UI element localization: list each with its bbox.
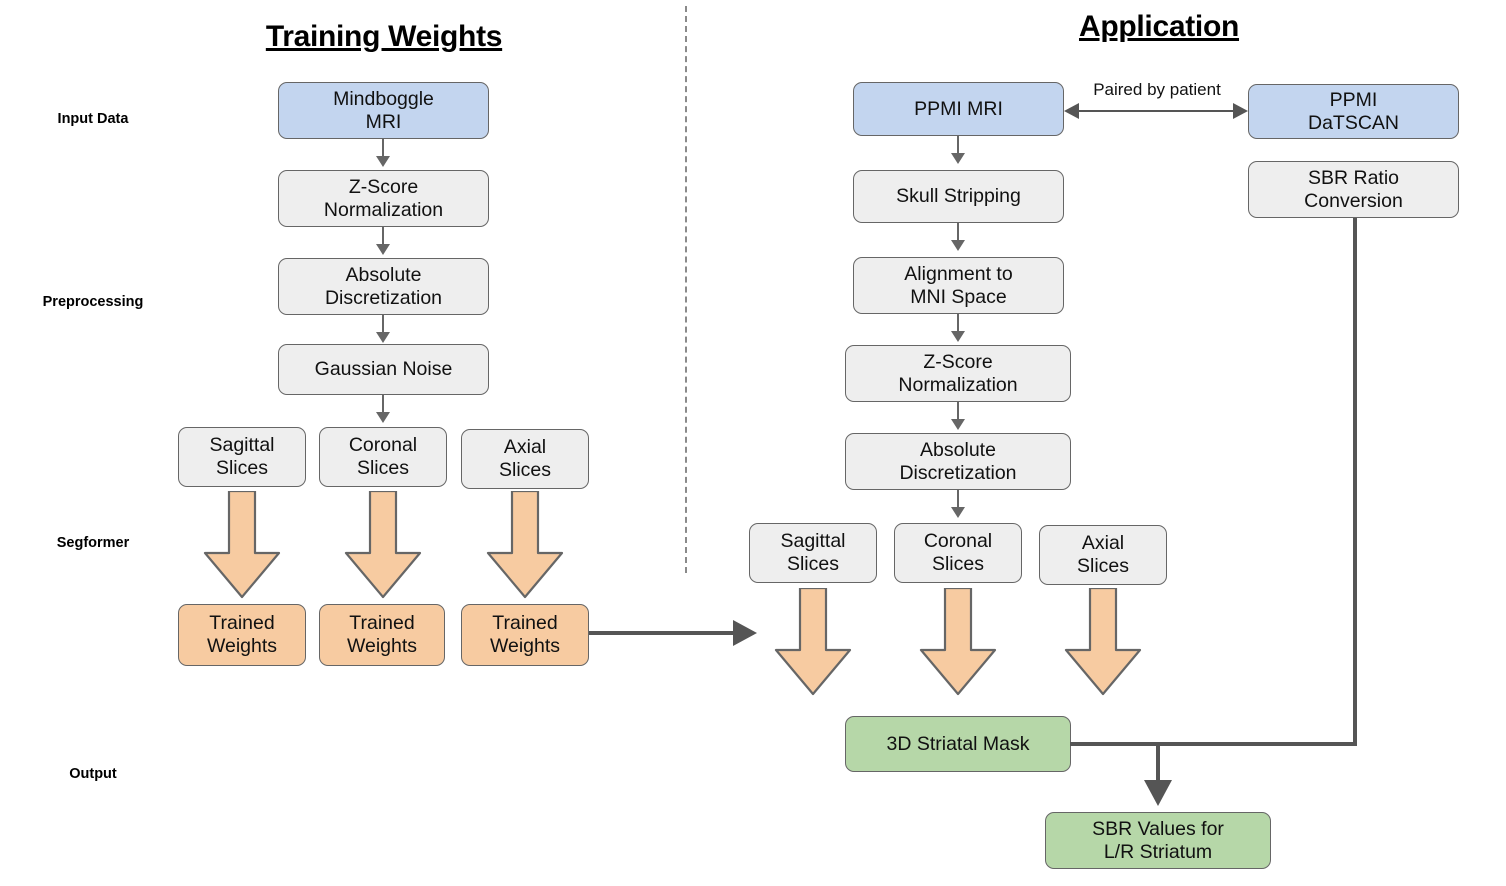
arrowhead-down-icon [376, 412, 390, 423]
arrowhead-down-icon [951, 419, 965, 430]
block-arrow-down-icon [774, 588, 852, 696]
edge-gaussian-to-slices [382, 395, 384, 416]
edge-merge-to-sbrvalues [1156, 742, 1160, 784]
row-label-segformer: Segformer [56, 535, 130, 551]
node-trained-weights-sagittal[interactable]: Trained Weights [178, 604, 306, 666]
node-ppmi-mri[interactable]: PPMI MRI [853, 82, 1064, 136]
node-alignment-to-mni-space[interactable]: Alignment to MNI Space [853, 257, 1064, 314]
block-arrow-down-icon [1064, 588, 1142, 696]
edge-label-paired-by-patient: Paired by patient [1093, 80, 1221, 99]
node-sbr-values-lr-striatum[interactable]: SBR Values for L/R Striatum [1045, 812, 1271, 869]
arrowhead-down-icon [951, 331, 965, 342]
arrowhead-right-icon [733, 620, 757, 646]
node-training-zscore-normalization[interactable]: Z-Score Normalization [278, 170, 489, 227]
row-label-input-data: Input Data [57, 111, 129, 127]
row-label-preprocessing: Preprocessing [42, 294, 144, 310]
edge-zscore-to-absdisc [957, 402, 959, 423]
arrowhead-right-icon [1233, 103, 1248, 119]
node-training-sagittal-slices[interactable]: Sagittal Slices [178, 427, 306, 487]
edge-ppmi-mri-datscan [1076, 110, 1238, 112]
edge-ppmimri-to-skullstripping [957, 136, 959, 157]
section-divider [685, 6, 687, 573]
node-3d-striatal-mask[interactable]: 3D Striatal Mask [845, 716, 1071, 772]
training-section-title: Training Weights [265, 20, 503, 53]
node-sbr-ratio-conversion[interactable]: SBR Ratio Conversion [1248, 161, 1459, 218]
node-application-coronal-slices[interactable]: Coronal Slices [894, 523, 1022, 583]
edge-merge-horizontal [1070, 742, 1357, 746]
edge-sbrratio-vertical [1353, 218, 1357, 744]
arrowhead-down-icon [951, 507, 965, 518]
arrowhead-down-icon [951, 153, 965, 164]
node-training-axial-slices[interactable]: Axial Slices [461, 429, 589, 489]
node-mindboggle-mri[interactable]: Mindboggle MRI [278, 82, 489, 139]
edge-absdisc-to-slices [957, 490, 959, 511]
arrowhead-down-icon [951, 240, 965, 251]
node-application-zscore-normalization[interactable]: Z-Score Normalization [845, 345, 1071, 402]
node-application-absolute-discretization[interactable]: Absolute Discretization [845, 433, 1071, 490]
edge-trained-weights-to-application [589, 631, 735, 635]
edge-zscore-to-absdisc [382, 227, 384, 248]
node-skull-stripping[interactable]: Skull Stripping [853, 170, 1064, 223]
node-trained-weights-coronal[interactable]: Trained Weights [319, 604, 445, 666]
node-training-coronal-slices[interactable]: Coronal Slices [319, 427, 447, 487]
node-application-sagittal-slices[interactable]: Sagittal Slices [749, 523, 877, 583]
application-section-title: Application [1078, 10, 1240, 43]
edge-alignment-to-zscore [957, 314, 959, 335]
edge-absdisc-to-gaussian [382, 315, 384, 336]
block-arrow-down-icon [203, 491, 281, 599]
block-arrow-down-icon [919, 588, 997, 696]
row-label-output: Output [69, 766, 117, 782]
arrowhead-down-icon [376, 332, 390, 343]
arrowhead-left-icon [1064, 103, 1079, 119]
arrowhead-down-icon [376, 156, 390, 167]
node-ppmi-datscan[interactable]: PPMI DaTSCAN [1248, 84, 1459, 139]
node-gaussian-noise[interactable]: Gaussian Noise [278, 344, 489, 395]
arrowhead-down-icon [1144, 780, 1172, 806]
edge-skullstripping-to-alignment [957, 223, 959, 244]
arrowhead-down-icon [376, 244, 390, 255]
node-trained-weights-axial[interactable]: Trained Weights [461, 604, 589, 666]
node-training-absolute-discretization[interactable]: Absolute Discretization [278, 258, 489, 315]
edge-mindboggle-to-zscore [382, 139, 384, 160]
block-arrow-down-icon [344, 491, 422, 599]
node-application-axial-slices[interactable]: Axial Slices [1039, 525, 1167, 585]
block-arrow-down-icon [486, 491, 564, 599]
